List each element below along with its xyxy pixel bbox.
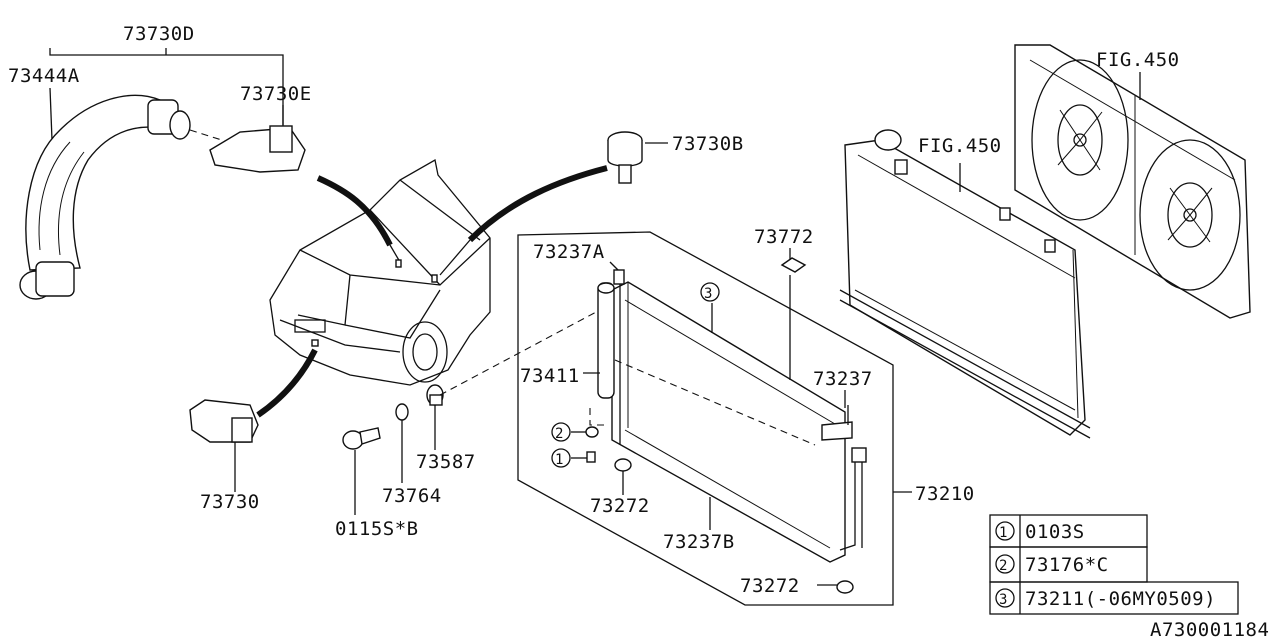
hardware-parts: [342, 309, 601, 515]
label-73587: 73587: [416, 451, 476, 473]
fan-shroud: [1014, 44, 1251, 319]
label-73730: 73730: [200, 491, 260, 513]
sensor-73730: [189, 348, 318, 492]
label-fig450-radiator: FIG.450: [918, 135, 1002, 157]
hose-assembly: [19, 48, 401, 300]
label-0115sb: 0115S*B: [335, 518, 419, 540]
label-73411: 73411: [520, 365, 580, 387]
pressure-switch-73730b: [439, 131, 668, 276]
label-73730d: 73730D: [123, 23, 195, 45]
legend-table: 1 0103S 2 73176*C 3 73211(-06MY0509): [989, 514, 1239, 615]
label-73237: 73237: [813, 368, 873, 390]
callout-2-circle: [551, 422, 571, 442]
label-73764: 73764: [382, 485, 442, 507]
radiator: [839, 129, 1091, 439]
label-73444a: 73444A: [8, 65, 80, 87]
vehicle-outline: [269, 158, 491, 386]
label-73237a: 73237A: [533, 241, 605, 263]
label-73237b: 73237B: [663, 531, 735, 553]
callout-2: 2: [555, 426, 564, 442]
legend-num-3: 3: [999, 592, 1008, 608]
legend-code-1: 0103S: [1025, 521, 1085, 543]
callout-1-circle: [551, 448, 571, 468]
callout-3-circle: [700, 282, 720, 302]
legend-num-1: 1: [999, 525, 1008, 541]
legend-num-2: 2: [999, 558, 1008, 574]
callout-1: 1: [555, 452, 564, 468]
label-73772: 73772: [754, 226, 814, 248]
label-73210: 73210: [915, 483, 975, 505]
label-fig450-fan: FIG.450: [1096, 49, 1180, 71]
legend-code-2: 73176*C: [1025, 554, 1109, 576]
label-73730e: 73730E: [240, 83, 312, 105]
legend-code-3: 73211(-06MY0509): [1025, 588, 1216, 610]
condenser-assembly: [517, 231, 912, 606]
callout-3: 3: [704, 286, 713, 302]
label-73272-lower: 73272: [740, 575, 800, 597]
part-labels: 73730D 73444A 73730E 73730B 73730 73764 …: [8, 23, 1180, 597]
diagram-id: A730001184: [1150, 619, 1269, 640]
label-73272-upper: 73272: [590, 495, 650, 517]
label-73730b: 73730B: [672, 133, 744, 155]
